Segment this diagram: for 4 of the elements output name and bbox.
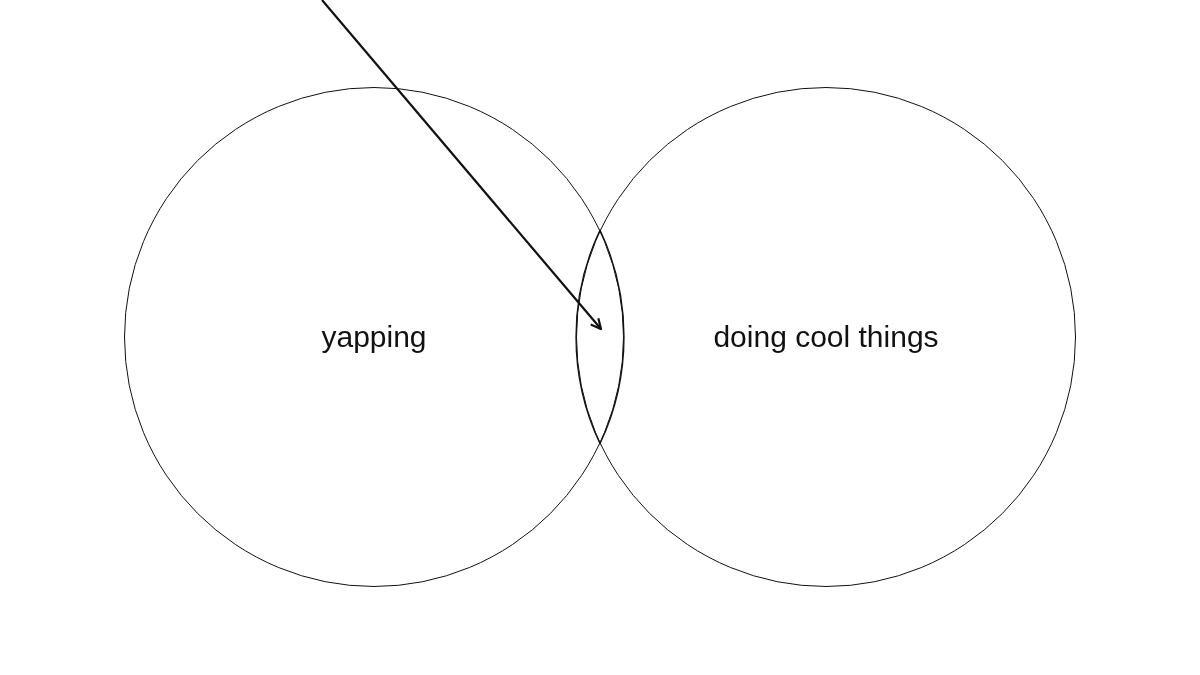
circle-label: yapping bbox=[321, 320, 427, 354]
arrow bbox=[321, 0, 603, 331]
circle-label: doing cool things bbox=[713, 320, 939, 354]
overlap-region bbox=[576, 230, 624, 444]
